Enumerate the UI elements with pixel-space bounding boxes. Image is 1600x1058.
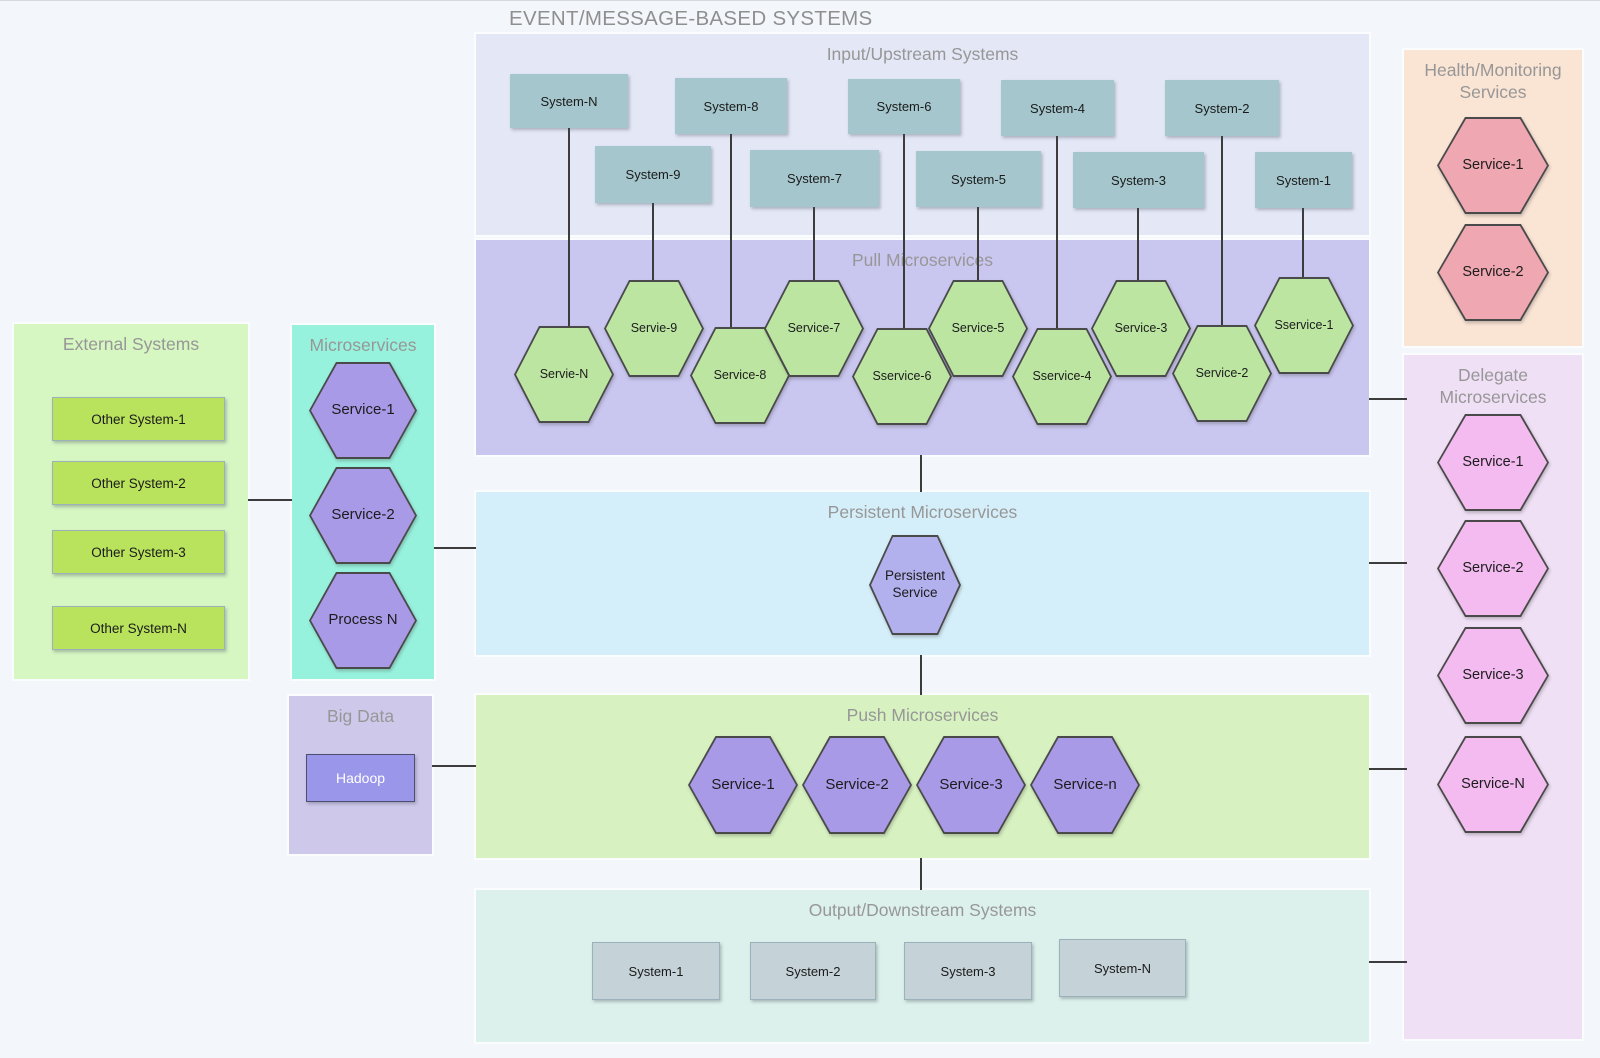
pull-service-hexagon: Service-3 (1091, 280, 1191, 377)
external-systems-title: External Systems (62, 334, 200, 354)
delegate-service-hexagon: Service-2 (1437, 520, 1549, 617)
connector-line (1369, 562, 1407, 564)
connector-line (813, 207, 815, 284)
connector-line (1137, 208, 1139, 284)
connector-line (1369, 398, 1407, 400)
input-upstream-title: Input/Upstream Systems (826, 44, 1019, 64)
pull-service-hexagon: Sservice-4 (1012, 328, 1112, 425)
input-system-box: System-4 (1001, 80, 1114, 136)
delegate-service-hexagon: Service-1 (1437, 414, 1549, 511)
push-service-hexagon: Service-3 (916, 736, 1026, 834)
connector-line (652, 203, 654, 284)
persistent-service-hexagon: Persistent Service (869, 535, 961, 635)
delegate-microservices-title: Delegate Microservices (1439, 365, 1547, 408)
connector-line (1369, 961, 1407, 963)
persistent-microservices-panel: Persistent Microservices Persistent Serv… (474, 490, 1371, 657)
output-system-box: System-N (1059, 939, 1186, 997)
input-upstream-panel: Input/Upstream Systems System-N System-8… (474, 32, 1371, 237)
input-system-box: System-3 (1073, 152, 1204, 208)
external-systems-panel: External Systems Other System-1 Other Sy… (12, 322, 250, 681)
input-system-box: System-9 (595, 146, 711, 203)
external-system-box: Other System-1 (52, 397, 225, 441)
connector-line (1302, 208, 1304, 281)
pull-microservices-title: Pull Microservices (852, 250, 993, 270)
persistent-microservices-title: Persistent Microservices (827, 502, 1018, 522)
push-service-hexagon: Service-n (1030, 736, 1140, 834)
push-microservices-title: Push Microservices (846, 705, 999, 725)
microservice-hexagon: Process N (309, 572, 417, 669)
push-service-hexagon: Service-2 (802, 736, 912, 834)
pull-service-hexagon: Service-5 (928, 280, 1028, 377)
microservice-hexagon: Service-2 (309, 467, 417, 564)
connector-line (920, 858, 922, 890)
diagram-title: EVENT/MESSAGE-BASED SYSTEMS (509, 7, 873, 30)
microservices-title: Microservices (309, 335, 417, 355)
output-system-box: System-1 (592, 942, 720, 1000)
pull-service-hexagon: Sservice-1 (1254, 277, 1354, 374)
delegate-service-hexagon: Service-N (1437, 736, 1549, 833)
big-data-title: Big Data (326, 706, 395, 726)
microservices-panel: Microservices Service-1 Service-2 Proces… (290, 323, 436, 681)
health-service-hexagon: Service-1 (1437, 117, 1549, 214)
output-downstream-title: Output/Downstream Systems (808, 900, 1037, 920)
connector-line (903, 134, 905, 332)
connector-line (1221, 136, 1223, 329)
push-service-hexagon: Service-1 (688, 736, 798, 834)
connector-line (434, 547, 476, 549)
connector-line (920, 655, 922, 695)
input-system-box: System-N (510, 74, 628, 128)
health-monitoring-panel: Health/Monitoring Services Service-1 Ser… (1402, 48, 1584, 348)
input-system-box: System-6 (848, 79, 960, 134)
delegate-service-hexagon: Service-3 (1437, 627, 1549, 724)
pull-microservices-panel: Pull Microservices Servie-N Servie-9 Ser… (474, 238, 1371, 457)
connector-line (248, 499, 292, 501)
output-system-box: System-3 (904, 942, 1032, 1000)
connector-line (1056, 136, 1058, 332)
connector-line (568, 128, 570, 330)
big-data-panel: Big Data Hadoop (287, 694, 434, 856)
connector-line (730, 134, 732, 331)
connector-line (1369, 768, 1407, 770)
pull-service-hexagon: Service-2 (1172, 325, 1272, 422)
connector-line (920, 455, 922, 492)
external-system-box: Other System-N (52, 606, 225, 650)
input-system-box: System-8 (675, 78, 787, 134)
health-service-hexagon: Service-2 (1437, 224, 1549, 321)
pull-service-hexagon: Sservice-6 (852, 328, 952, 425)
connector-line (977, 207, 979, 284)
push-microservices-panel: Push Microservices Service-1 Service-2 S… (474, 693, 1371, 860)
delegate-microservices-panel: Delegate Microservices Service-1 Service… (1402, 353, 1584, 1041)
pull-service-hexagon: Servie-9 (604, 280, 704, 377)
hadoop-box: Hadoop (306, 754, 415, 802)
output-system-box: System-2 (750, 942, 876, 1000)
external-system-box: Other System-3 (52, 530, 225, 574)
input-system-box: System-2 (1165, 80, 1279, 136)
external-system-box: Other System-2 (52, 461, 225, 505)
microservice-hexagon: Service-1 (309, 362, 417, 459)
pull-service-hexagon: Service-7 (764, 280, 864, 377)
input-system-box: System-1 (1255, 152, 1352, 208)
pull-service-hexagon: Servie-N (514, 326, 614, 423)
input-system-box: System-5 (916, 151, 1041, 207)
health-monitoring-title: Health/Monitoring Services (1424, 60, 1562, 103)
connector-line (432, 765, 476, 767)
input-system-box: System-7 (750, 150, 879, 207)
output-downstream-panel: Output/Downstream Systems System-1 Syste… (474, 888, 1371, 1044)
